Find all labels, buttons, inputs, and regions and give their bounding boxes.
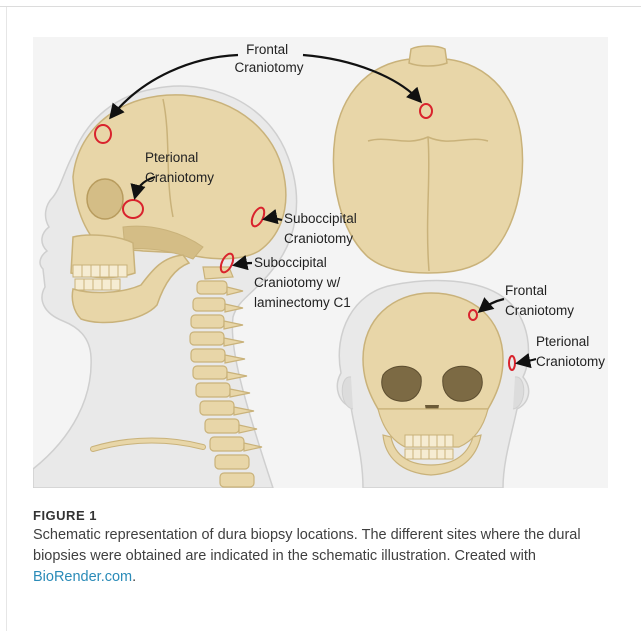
caption-body: Schematic representation of dura biopsy …	[33, 527, 581, 564]
caption-end: .	[132, 569, 136, 585]
figure-caption: FIGURE 1 Schematic representation of dur…	[33, 508, 608, 588]
figure-image: Frontal Craniotomy Pterional Craniotomy …	[33, 37, 608, 488]
label-frontal-front: Frontal Craniotomy	[505, 283, 574, 318]
label-frontal-top: Frontal Craniotomy	[234, 42, 303, 75]
top-divider	[0, 6, 641, 7]
caption-text: Schematic representation of dura biopsy …	[33, 525, 608, 588]
figure-label: FIGURE 1	[33, 508, 608, 523]
anatomy-illustration: Frontal Craniotomy Pterional Craniotomy …	[33, 37, 608, 488]
top-skull-illustration	[333, 46, 522, 273]
biorender-link[interactable]: BioRender.com	[33, 569, 132, 585]
left-border	[6, 7, 7, 631]
label-pterional-front: Pterional Craniotomy	[536, 334, 605, 369]
label-suboccipital-laminectomy: Suboccipital Craniotomy w/ laminectomy C…	[254, 255, 351, 310]
front-head-illustration	[337, 281, 528, 488]
